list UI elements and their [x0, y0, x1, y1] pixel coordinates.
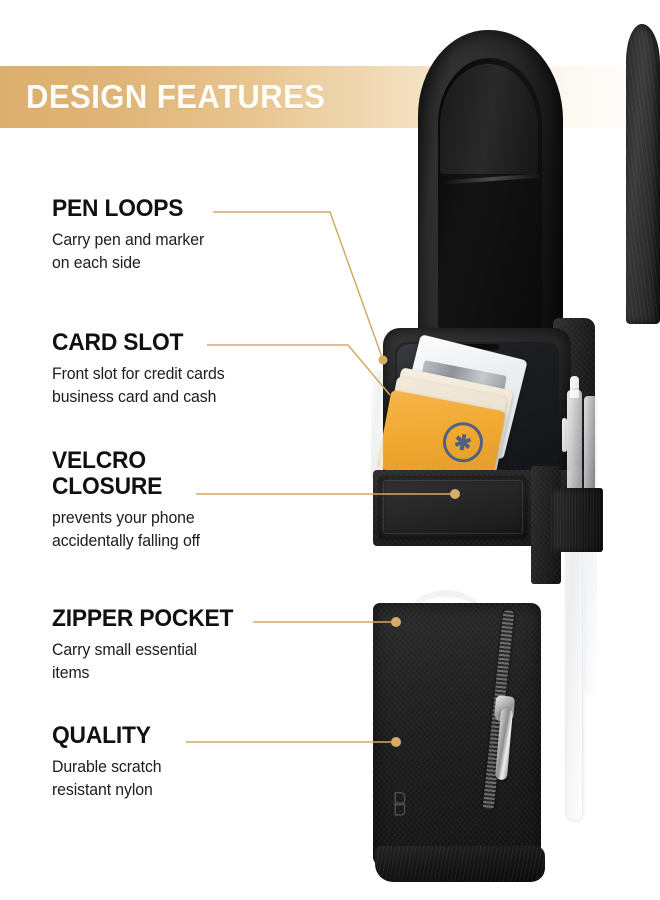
feature-heading: QUALITY	[52, 722, 151, 749]
feature-description: Front slot for credit cards business car…	[52, 363, 225, 410]
pen-clip	[562, 418, 567, 452]
feature-description: prevents your phone accidentally falling…	[52, 507, 200, 554]
page-title: DESIGN FEATURES	[26, 78, 326, 115]
stylus-pen	[567, 390, 582, 820]
pen-left-side	[371, 370, 383, 480]
feature-heading: PEN LOOPS	[52, 195, 184, 222]
nylon-texture	[373, 603, 541, 865]
feature-description-line-2: resistant nylon	[52, 781, 153, 800]
zipper-pocket	[373, 603, 541, 865]
flap-velcro-surface	[440, 64, 538, 174]
feature-pen-loops: PEN LOOPS Carry pen and marker on each s…	[52, 196, 210, 276]
pocket-top-highlight	[407, 590, 485, 620]
feature-description: Durable scratch resistant nylon	[52, 756, 162, 803]
feature-description-line-1: Durable scratch	[52, 757, 162, 776]
feature-description-line-2: items	[52, 664, 90, 683]
pen-loop-strap	[551, 488, 603, 552]
product-photo	[355, 18, 660, 888]
phone-earpiece	[457, 344, 499, 350]
feature-description-line-1: Carry small essential	[52, 640, 197, 659]
feature-description-line-1: Carry pen and marker	[52, 230, 205, 249]
feature-heading: VELCRO CLOSURE	[52, 448, 198, 500]
nylon-texture	[551, 488, 603, 552]
feature-card-slot: CARD SLOT Front slot for credit cards bu…	[52, 330, 232, 410]
velcro-closure-patch	[379, 476, 527, 538]
feature-heading-line-2: CLOSURE	[52, 472, 163, 500]
brand-logo-icon	[394, 792, 406, 816]
feature-velcro-closure: VELCRO CLOSURE prevents your phone accid…	[52, 448, 206, 554]
feature-zipper-pocket: ZIPPER POCKET Carry small essential item…	[52, 606, 243, 686]
feature-description-line-1: Front slot for credit cards	[52, 364, 225, 383]
feature-heading: CARD SLOT	[52, 329, 184, 356]
card-wheel-logo-icon	[439, 418, 487, 466]
flap-outer	[418, 30, 563, 342]
feature-description-line-2: accidentally falling off	[52, 532, 200, 551]
feature-description: Carry small essential items	[52, 639, 235, 686]
feature-quality: QUALITY Durable scratch resistant nylon	[52, 723, 166, 803]
feature-heading-line-1: VELCRO	[52, 447, 146, 474]
feature-description-line-1: prevents your phone	[52, 508, 195, 527]
feature-description-line-2: business card and cash	[52, 388, 217, 407]
feature-description: Carry pen and marker on each side	[52, 229, 204, 276]
feature-description-line-2: on each side	[52, 254, 141, 273]
feature-heading: ZIPPER POCKET	[52, 605, 234, 632]
pouch-bottom-edge	[375, 846, 545, 882]
flap-edge-binding	[626, 24, 660, 324]
pen-tip	[570, 376, 579, 398]
